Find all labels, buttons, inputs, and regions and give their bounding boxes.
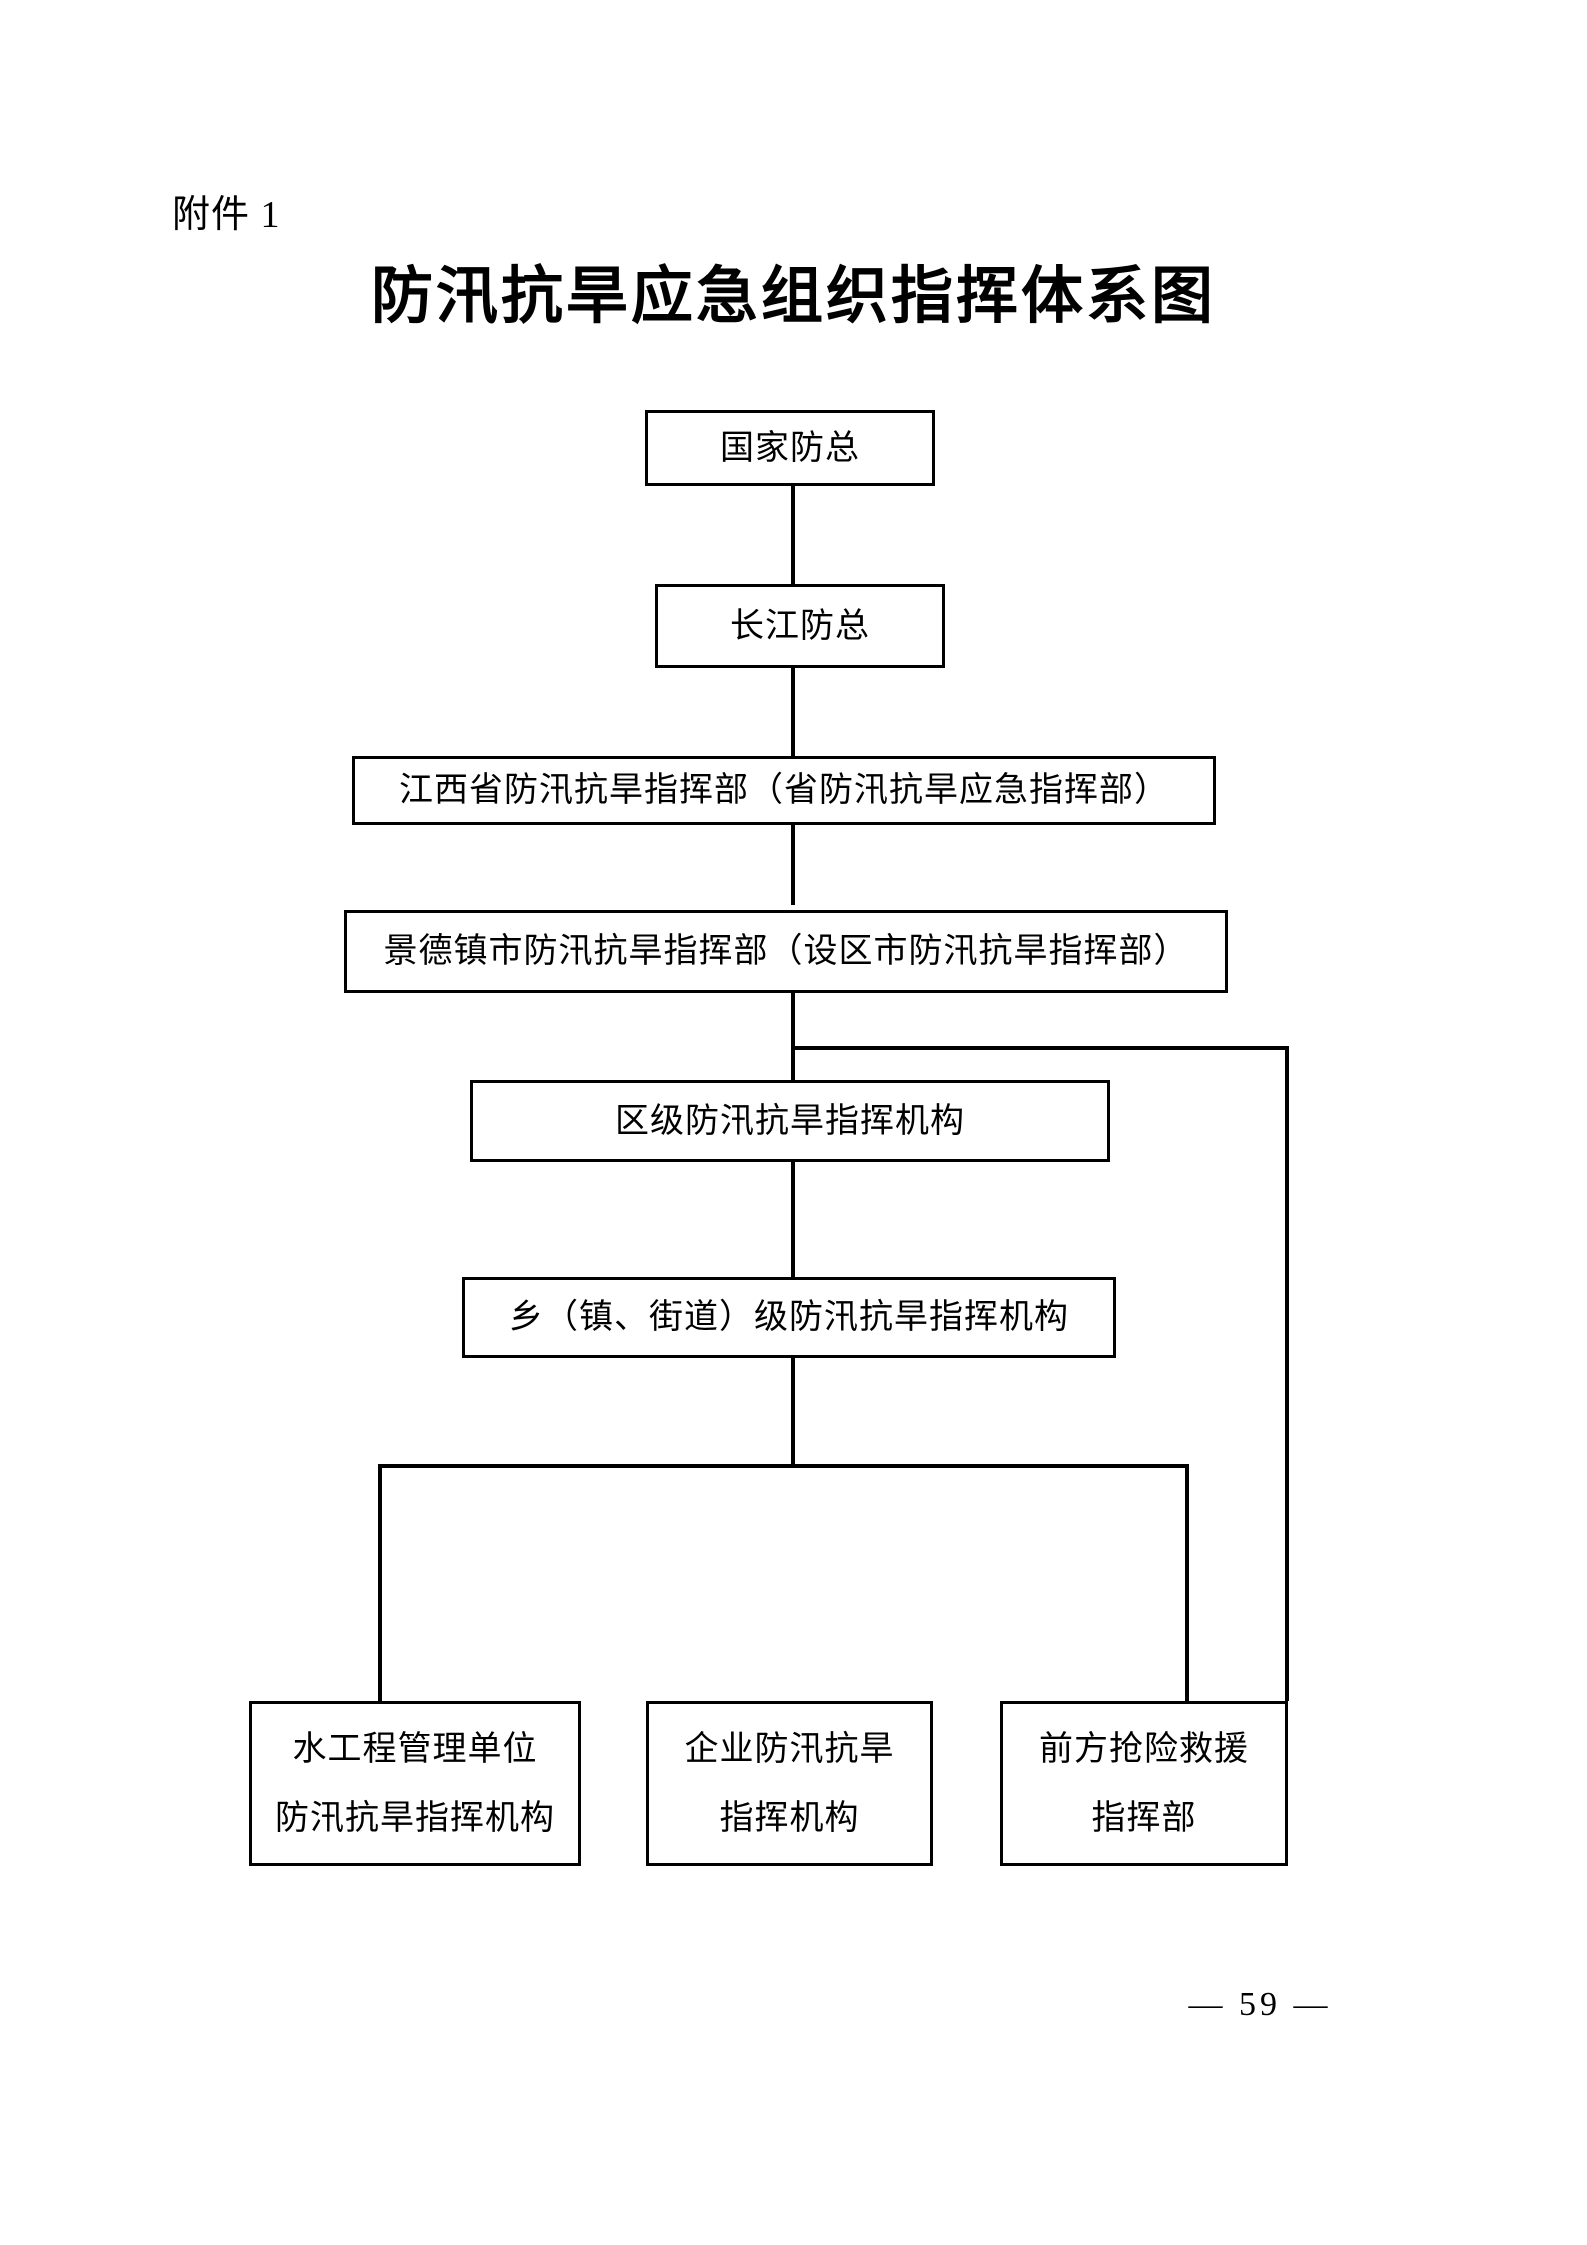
connector-city-branch-vertical-right [1285,1046,1289,1701]
attachment-label: 附件 1 [172,194,281,236]
node-front-rescue-headquarters[interactable]: 前方抢险救援 指挥部 [1000,1701,1288,1866]
node-label: 国家防总 [720,428,860,467]
page-number-footer: — 59 — [1188,1986,1332,2023]
node-district-headquarters[interactable]: 区级防汛抗旱指挥机构 [470,1080,1110,1162]
node-label-line1: 水工程管理单位 [292,1730,538,1768]
connector-district-to-township [791,1162,795,1277]
connector-bus-to-front-rescue [1185,1464,1189,1701]
node-label: 景德镇市防汛抗旱指挥部（设区市防汛抗旱指挥部） [383,932,1189,971]
connector-yangtze-to-province [791,668,795,756]
connector-bottom-bus [378,1464,1189,1468]
node-water-project-unit[interactable]: 水工程管理单位 防汛抗旱指挥机构 [249,1701,581,1866]
connector-city-branch-horizontal [791,1046,1289,1050]
node-label: 乡（镇、街道）级防汛抗旱指挥机构 [509,1298,1069,1337]
connector-province-to-city [791,825,795,905]
node-label-line1: 企业防汛抗旱 [684,1730,895,1768]
node-label-line2: 指挥部 [1091,1798,1197,1837]
connector-city-to-district [791,993,795,1083]
connector-bus-to-water-project [378,1464,382,1701]
connector-national-to-yangtze [791,486,795,584]
node-label-line1: 前方抢险救援 [1039,1730,1249,1768]
node-label: 江西省防汛抗旱指挥部（省防汛抗旱应急指挥部） [399,771,1169,810]
node-township-headquarters[interactable]: 乡（镇、街道）级防汛抗旱指挥机构 [462,1277,1116,1358]
node-label-line2: 防汛抗旱指挥机构 [275,1798,555,1837]
node-enterprise-headquarters[interactable]: 企业防汛抗旱 指挥机构 [646,1701,933,1866]
node-yangtze-headquarters[interactable]: 长江防总 [655,584,945,668]
node-label-line2: 指挥机构 [719,1798,860,1837]
node-national-headquarters[interactable]: 国家防总 [645,410,935,486]
node-city-headquarters[interactable]: 景德镇市防汛抗旱指挥部（设区市防汛抗旱指挥部） [344,910,1228,993]
node-label: 长江防总 [730,606,870,645]
node-province-headquarters[interactable]: 江西省防汛抗旱指挥部（省防汛抗旱应急指挥部） [352,756,1216,825]
node-label: 区级防汛抗旱指挥机构 [615,1101,965,1140]
page-title: 防汛抗旱应急组织指挥体系图 [370,263,1216,331]
connector-township-stem [791,1358,795,1468]
